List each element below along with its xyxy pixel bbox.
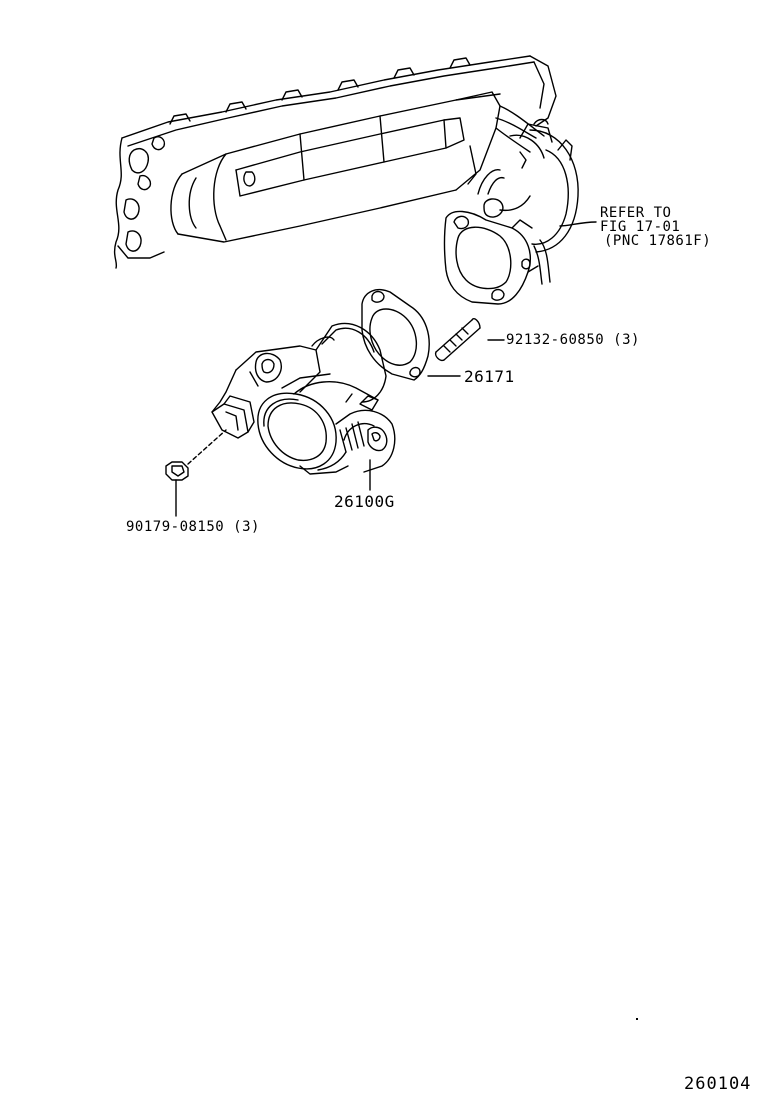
nut-part-number[interactable]: 90179-08150 (3)	[126, 519, 260, 535]
stud-bolt-drawing	[434, 318, 481, 362]
stray-dot	[636, 1018, 638, 1020]
figure-code: 260104	[684, 1074, 752, 1094]
nut-drawing	[165, 429, 227, 517]
throttle-body-part-number[interactable]: 26100G	[334, 492, 395, 511]
throttle-body-drawing	[211, 322, 396, 475]
refer-callout-line3: (PNC 17861F)	[604, 233, 712, 249]
gasket-part-number[interactable]: 26171	[464, 367, 515, 386]
refer-callout-line1: REFER TO	[600, 205, 672, 221]
refer-leader-line	[559, 221, 597, 227]
refer-callout-line2: FIG 17-01	[600, 219, 681, 235]
intake-manifold-drawing	[113, 55, 579, 305]
gasket-drawing	[361, 288, 430, 381]
stud-bolt-part-number[interactable]: 92132-60850 (3)	[506, 332, 640, 348]
